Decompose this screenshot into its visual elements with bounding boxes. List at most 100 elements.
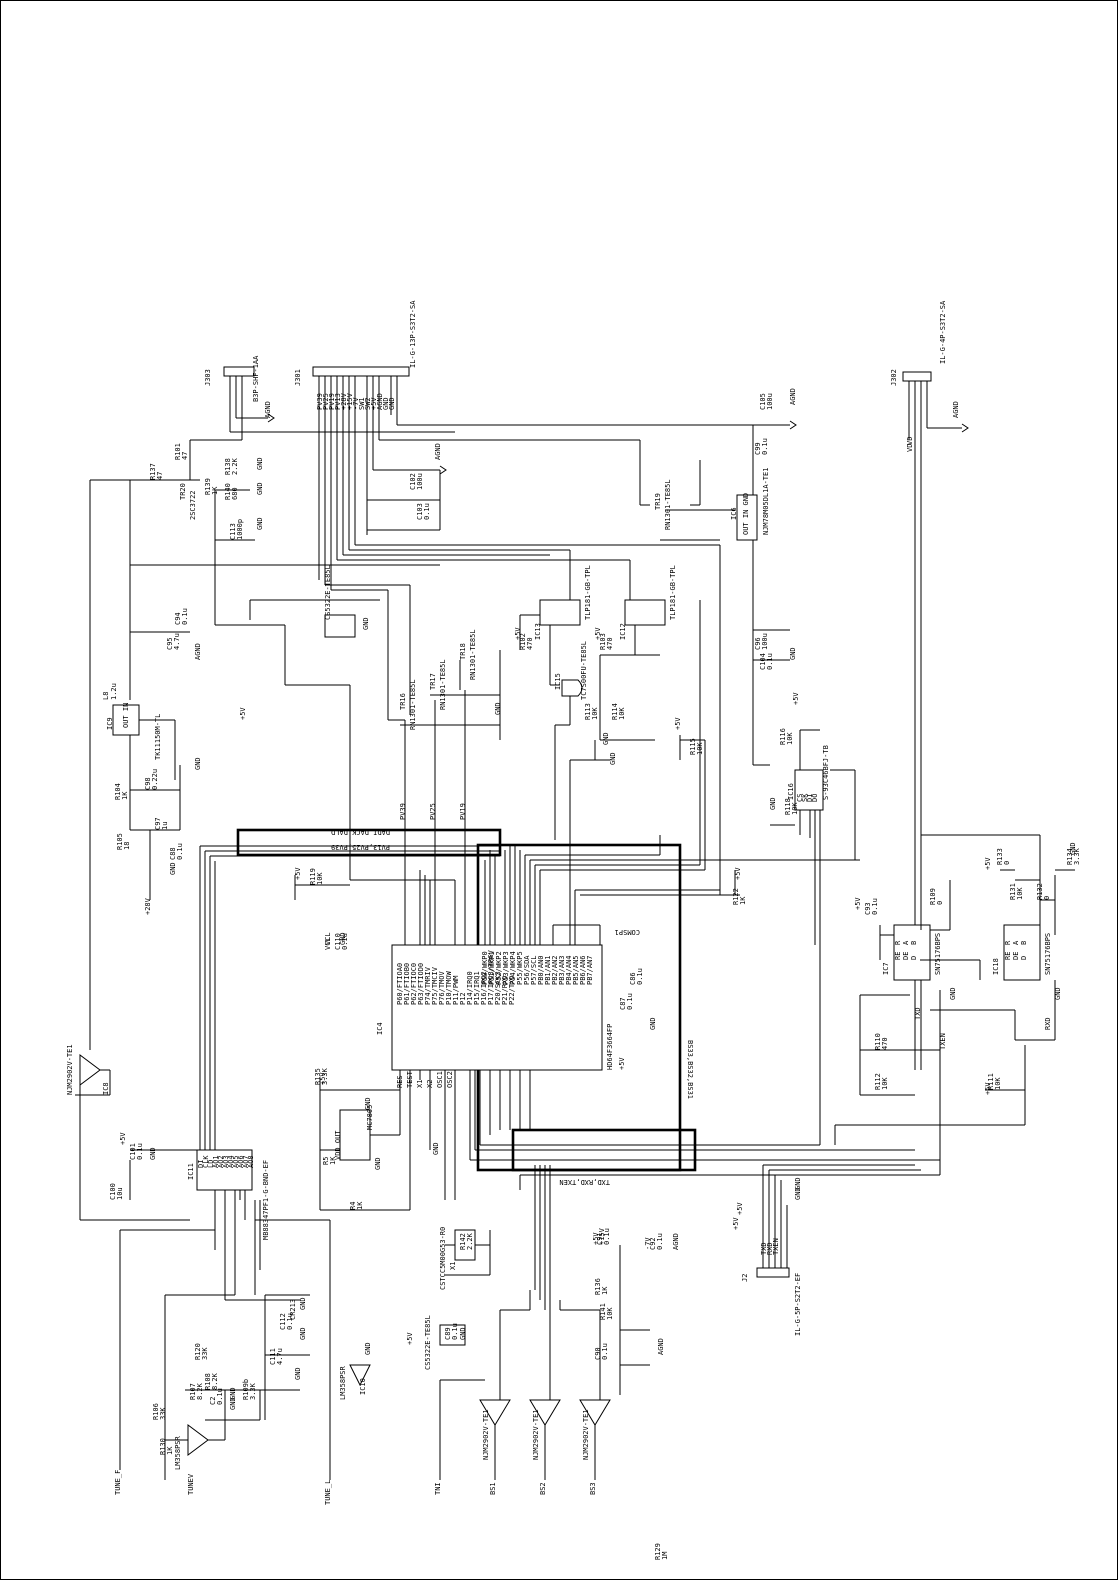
resistor-ref: R113 (584, 703, 592, 720)
cr213-ref: CR213 (289, 1299, 297, 1320)
net-label: RXD (1044, 1017, 1052, 1030)
capacitor-ref: C99 (754, 442, 762, 455)
resistor-ref: R119 (309, 868, 317, 885)
ic4-right-pin: P51/WKP1 (488, 951, 496, 985)
ic4-left-pin: P10/TMOW (445, 970, 453, 1005)
ic4-left-pin: P61/FTIOB0 (403, 963, 411, 1005)
resistor-value: 1K (329, 1156, 337, 1165)
resistor-ref: R115 (689, 738, 697, 755)
ic4-right-pin: P55/WKP5 (516, 951, 524, 985)
transistor-ref: TR18 (459, 643, 467, 660)
ic4-left-pin: P15/IRQ1 (473, 971, 481, 1005)
ic16-pin: SK (801, 793, 809, 802)
resistor-value: 1K (601, 1286, 609, 1295)
ic11-pin: AO6 (237, 1155, 245, 1168)
transistor-ref: TR19 (654, 493, 662, 510)
capacitor-ref: C88 (169, 847, 177, 860)
capacitor-ref: C86 (629, 972, 637, 985)
capacitor-ref: C104 (759, 653, 767, 670)
ic6-label: OUT IN GND (742, 493, 750, 535)
ic11-part: MB88347PF1-G-BND-EF (262, 1160, 270, 1240)
net-label: GND (256, 482, 264, 495)
bus-comsp1: COMSP1 (615, 928, 640, 936)
l8-val: 1.2u (110, 683, 118, 700)
resistor-ref: R130 (159, 1438, 167, 1455)
resistor-value: 680 (231, 487, 239, 500)
resistor-ref: R137 (149, 463, 157, 480)
resistor-ref: R102 (519, 633, 527, 650)
j303-gnd: AGND (264, 401, 272, 418)
net-label: +5V (984, 857, 992, 870)
capacitor-value: 4.7u (276, 1348, 284, 1365)
ic5-label: VDD OUT (334, 1130, 342, 1160)
net-label: TUNEV (187, 1473, 195, 1495)
net-label: TNI (434, 1482, 442, 1495)
capacitor-value: 0.1u (766, 653, 774, 670)
resistor-value: 47 (181, 452, 189, 460)
resistor-ref: R129 (654, 1543, 662, 1560)
connector-j301: J301 IL-G-13P-S3T2-SA PV39PV25PV19PV13+2… (294, 300, 417, 410)
net-label: GND (769, 797, 777, 810)
net-label: GND (609, 752, 617, 765)
ic11-pin: AO1 (212, 1155, 220, 1168)
capacitor-value: 0.1u (423, 503, 431, 520)
net-label: +28V (144, 897, 152, 915)
ic10-part: LM358PSR (339, 1365, 347, 1400)
net-label: GND (364, 1097, 372, 1110)
net-label: TXD (914, 1007, 922, 1020)
resistor-value: 10K (606, 1307, 614, 1320)
ic11-pin: CLK (202, 1155, 210, 1168)
capacitor-value: 0.1u (761, 438, 769, 455)
capacitor-ref: C103 (416, 503, 424, 520)
ic11-pin: AO7 (242, 1155, 250, 1168)
ic5-part: MC7805 (366, 1105, 374, 1130)
net-label: GND (374, 1157, 382, 1170)
ic4-left-pin: P12 (459, 992, 467, 1005)
resistor-ref: R140 (224, 483, 232, 500)
net-label: AGND (672, 1233, 680, 1250)
net-label: GND (299, 1297, 307, 1310)
net-label: PV25 (429, 803, 437, 820)
net-label: GND (432, 1142, 440, 1155)
resistor-ref: R138 (224, 458, 232, 475)
j301-pin-label: AGND (376, 393, 384, 410)
ic11-pin: LD (207, 1160, 215, 1168)
net-label: +5V (514, 627, 522, 640)
resistor-ref: R107 (189, 1383, 197, 1400)
resistor-ref: R135 (314, 1068, 322, 1085)
ic18-part: SN75176BPS (1044, 933, 1052, 975)
ic16-ref: IC16 (787, 783, 795, 800)
resistor-value: 1K (739, 896, 747, 905)
resistor-value: 1K (211, 486, 219, 495)
ic18-pin: DE (1012, 952, 1020, 960)
net-label: BS3 (589, 1482, 597, 1495)
net-label: +5V (792, 692, 800, 705)
net-label: GND (602, 732, 610, 745)
resistor-value: 10K (881, 1077, 889, 1090)
resistor-ref: R101 (174, 443, 182, 460)
capacitor-ref: C105 (759, 393, 767, 410)
net-label: AGND (194, 643, 202, 660)
j2-pin-txd: TXD (760, 1242, 768, 1255)
resistor-value: 1K (166, 1446, 174, 1455)
wiring (75, 376, 1075, 1480)
ic4-right-pin: PB5/AN5 (572, 955, 580, 985)
net-label: GND (494, 702, 502, 715)
ic6-ref: IC6 (730, 507, 738, 520)
resistor-value: 470 (881, 1037, 889, 1050)
ic7-pin: RE (894, 952, 902, 960)
capacitor-ref: C91 (596, 1232, 604, 1245)
net-label: PV19 (459, 803, 467, 820)
capacitor-ref: C97 (154, 817, 162, 830)
net-label: GND (229, 1387, 237, 1400)
bus-pv: PV13,PV25,PV39 (331, 843, 390, 851)
connector-j2: J2 IL-G-5P-S2T2-EF TXD RXD TXEN +5V GND (732, 1165, 802, 1336)
capacitor-value: 0.1u (216, 1388, 224, 1405)
resistor-ref: R112 (874, 1073, 882, 1090)
j301-pin-label: PV19 (328, 393, 336, 410)
capacitor-ref: C113 (229, 523, 237, 540)
net-label: TUNE_F (114, 1470, 122, 1495)
ic7-pin: DE (902, 952, 910, 960)
